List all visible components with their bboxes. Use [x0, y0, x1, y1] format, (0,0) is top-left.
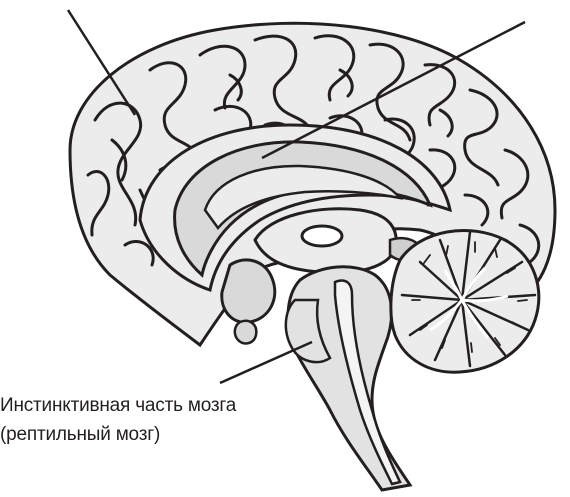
reptilian-label-line-1: Инстинктивная часть мозга: [0, 391, 330, 420]
reptilian-label-line-2: (рептильный мозг): [0, 420, 330, 449]
reptilian-brain-label: Инстинктивная часть мозга (рептильный мо…: [0, 391, 330, 449]
cerebellum: [391, 230, 539, 372]
pituitary: [235, 321, 257, 344]
hypothalamus: [222, 260, 275, 322]
leader-line-reptilian: [220, 342, 312, 383]
thalamus-oval: [302, 226, 342, 246]
